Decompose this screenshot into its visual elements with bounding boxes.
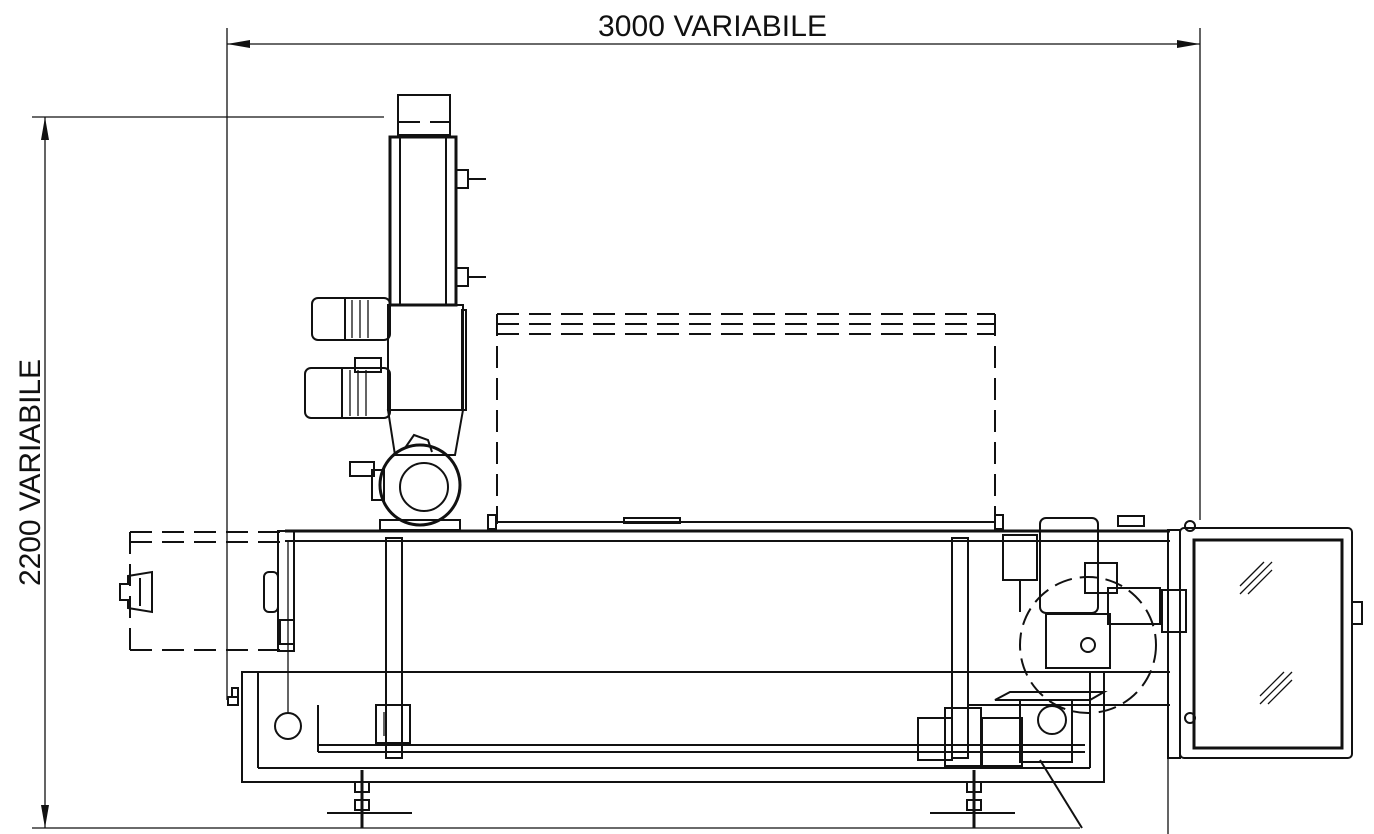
height-dimension: 2200 VARIABILE [14, 116, 1080, 829]
main-frame [227, 529, 1170, 783]
vertical-elevator [386, 94, 486, 456]
motor-upper [311, 297, 391, 341]
pump-motor [1002, 515, 1161, 714]
foot-left [327, 770, 412, 828]
gear-motor [917, 691, 1108, 829]
width-dimension: 3000 VARIABILE [226, 10, 1201, 700]
side-hopper-dashed [119, 531, 290, 651]
height-dimension-label: 2200 VARIABILE [14, 358, 47, 586]
hopper-dashed [487, 313, 1004, 530]
glass-hatch-lower [1259, 671, 1293, 705]
width-dimension-label: 3000 VARIABILE [598, 10, 828, 43]
glass-hatch-upper [1239, 561, 1273, 595]
rotary-drum [349, 433, 462, 531]
control-panel [1161, 520, 1363, 834]
foot-right [930, 770, 1015, 828]
motor-lower [304, 357, 391, 419]
